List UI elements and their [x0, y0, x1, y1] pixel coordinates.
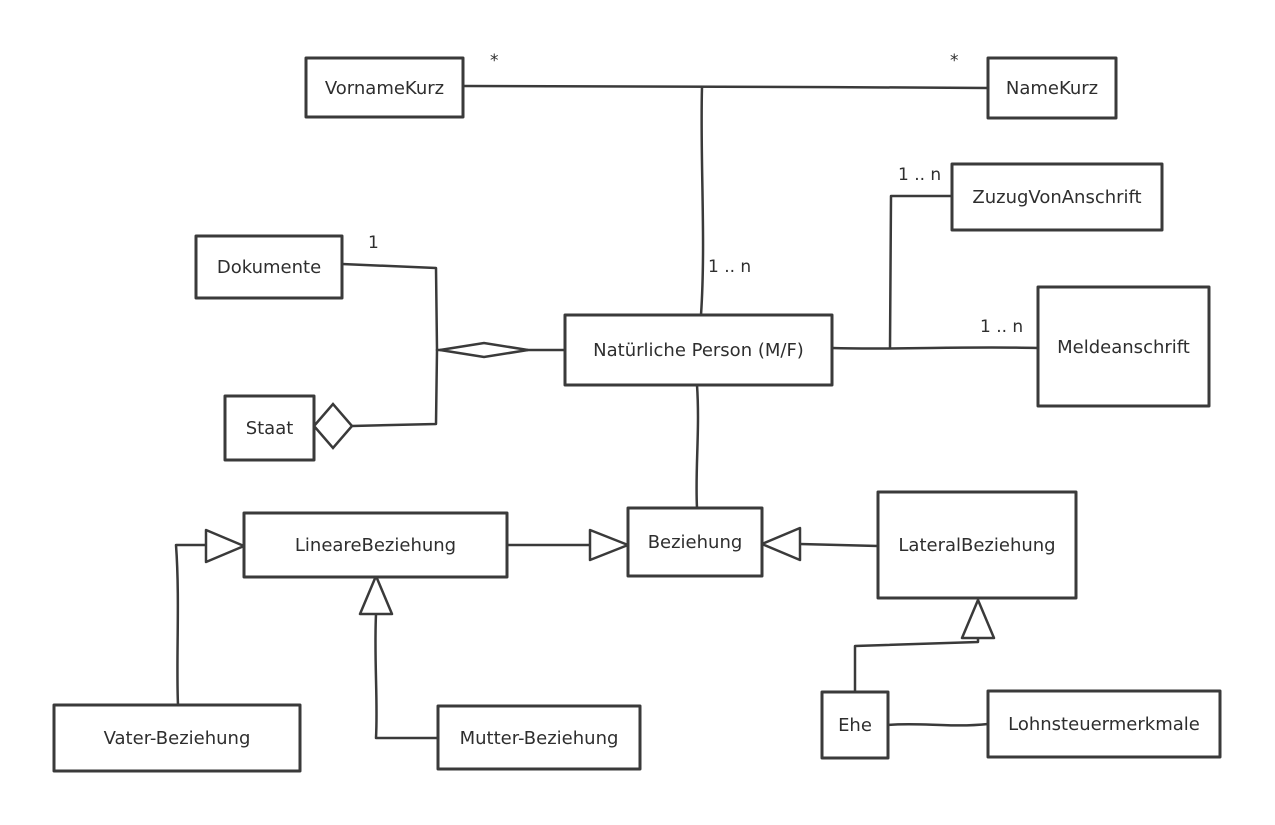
- edge-dokumente-person: [340, 262, 439, 352]
- edge-mutter-lineare: [374, 612, 440, 740]
- multiplicity-vorname: *: [490, 51, 499, 71]
- class-label: NameKurz: [1006, 78, 1098, 99]
- class-box: [52, 703, 302, 773]
- inheritance-arrow-icon: [204, 528, 246, 564]
- class-label: Lohnsteuermerkmale: [1008, 714, 1200, 735]
- class-box: [304, 56, 465, 119]
- class-box: [194, 234, 344, 300]
- edge-lateral-beziehung: [798, 542, 880, 548]
- class-label: Vater-Beziehung: [104, 728, 251, 749]
- multiplicities: * * 1 .. n 1 .. n 1 .. n 1: [368, 51, 1023, 337]
- edge-vorname-name: [461, 84, 990, 90]
- class-box: [242, 511, 509, 579]
- edge-names-person: [699, 85, 705, 317]
- class-meldeanschrift: Meldeanschrift: [1036, 285, 1211, 408]
- edge-ehe-lateral: [853, 636, 980, 694]
- class-label: Ehe: [838, 715, 872, 736]
- inheritance-arrow-icon: [760, 526, 802, 562]
- class-zuzugvonanschrift: ZuzugVonAnschrift: [950, 162, 1164, 232]
- class-dokumente: Dokumente: [194, 234, 344, 300]
- class-box: [950, 162, 1164, 232]
- multiplicity-name: *: [950, 51, 959, 71]
- connectors: [174, 84, 1040, 740]
- class-label: Natürliche Person (M/F): [593, 340, 804, 361]
- class-beziehung: Beziehung: [626, 506, 764, 578]
- class-label: ZuzugVonAnschrift: [972, 187, 1141, 208]
- class-label: Meldeanschrift: [1057, 337, 1190, 358]
- class-box: [876, 490, 1078, 600]
- class-box: [986, 56, 1118, 120]
- multiplicity-zuzug: 1 .. n: [898, 165, 941, 185]
- class-vater-beziehung: Vater-Beziehung: [52, 703, 302, 773]
- edge-person-melde: [830, 346, 1040, 350]
- class-natuerliche-person: Natürliche Person (M/F): [563, 313, 834, 387]
- class-box: [820, 690, 890, 760]
- class-box: [1036, 285, 1211, 408]
- class-lohnsteuermerkmale: Lohnsteuermerkmale: [986, 689, 1222, 759]
- edge-staat-person: [350, 348, 439, 428]
- inheritance-arrow-icon: [960, 598, 996, 640]
- class-label: LateralBeziehung: [898, 535, 1055, 556]
- multiplicity-person-top: 1 .. n: [708, 257, 751, 277]
- class-label: Mutter-Beziehung: [460, 728, 619, 749]
- edge-ehe-lohn: [886, 722, 990, 727]
- class-label: Staat: [246, 418, 294, 439]
- inheritance-arrow-icon: [358, 574, 394, 616]
- class-namekurz: NameKurz: [986, 56, 1118, 120]
- inheritance-arrow-icon: [588, 528, 630, 562]
- class-mutter-beziehung: Mutter-Beziehung: [436, 704, 642, 771]
- class-label: Beziehung: [648, 532, 743, 553]
- class-ehe: Ehe: [820, 690, 890, 760]
- edge-person-zuzug: [888, 194, 954, 350]
- class-box: [986, 689, 1222, 759]
- class-box: [436, 704, 642, 771]
- multiplicity-dokumente: 1: [368, 233, 379, 253]
- class-box: [223, 394, 316, 462]
- class-label: Dokumente: [217, 257, 321, 278]
- aggregation-diamond-staat-icon: [312, 402, 354, 450]
- class-lineare-beziehung: LineareBeziehung: [242, 511, 509, 579]
- class-staat: Staat: [223, 394, 316, 462]
- class-vornamekurz: VornameKurz: [304, 56, 465, 119]
- class-lateral-beziehung: LateralBeziehung: [876, 490, 1078, 600]
- class-label: LineareBeziehung: [295, 535, 456, 556]
- edge-vater-lineare: [174, 543, 210, 707]
- class-box: [626, 506, 764, 578]
- class-label: VornameKurz: [325, 78, 444, 99]
- multiplicity-melde: 1 .. n: [980, 317, 1023, 337]
- aggregation-diamond-icon: [439, 341, 529, 359]
- edge-person-beziehung: [695, 383, 700, 510]
- class-box: [563, 313, 834, 387]
